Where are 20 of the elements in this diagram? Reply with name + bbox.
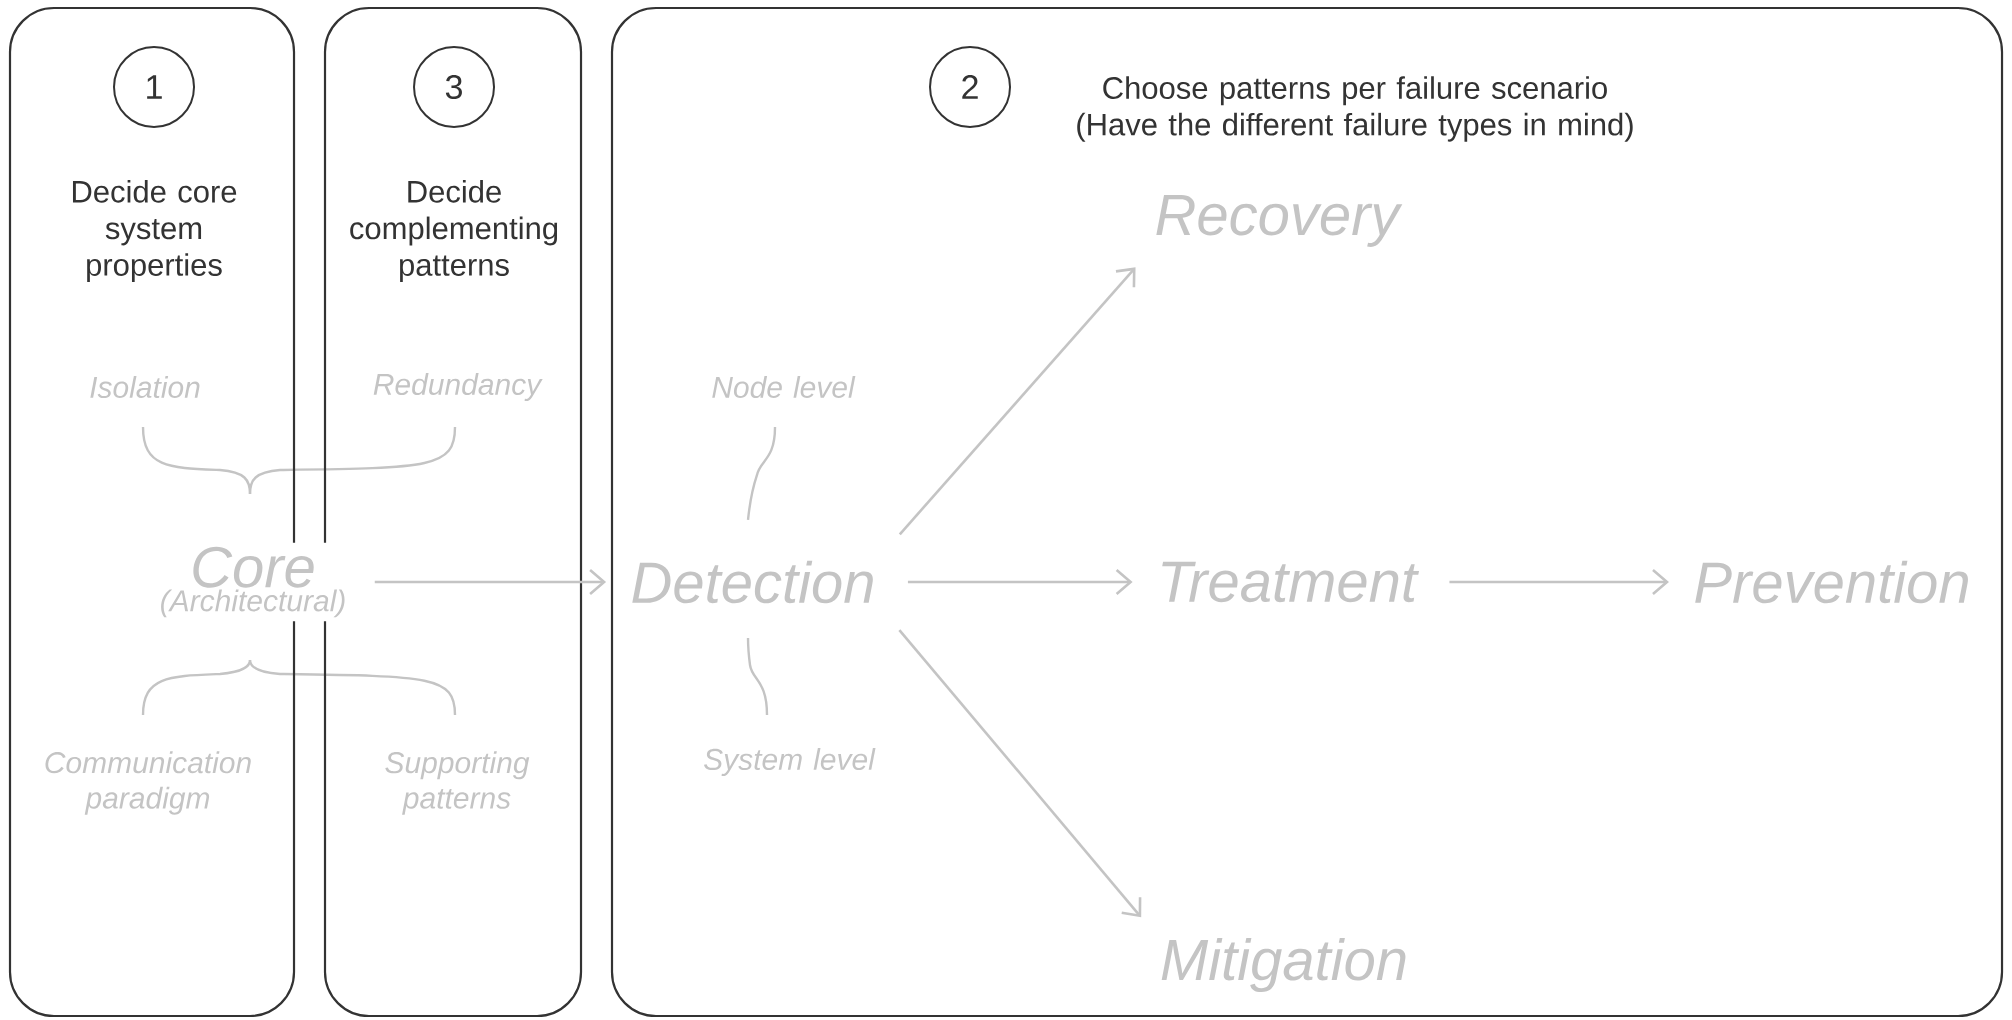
stage-label: Prevention <box>1695 560 1968 604</box>
arrow <box>898 267 1136 536</box>
arrow <box>1449 569 1669 595</box>
stage-label: Recovery <box>1156 195 1403 247</box>
pattern-label: Node level <box>712 375 856 398</box>
step-number: 2 <box>929 46 1011 128</box>
pattern-label: System level <box>704 748 876 776</box>
arrow <box>374 569 607 595</box>
step-number: 3 <box>413 46 495 128</box>
arrow <box>898 629 1142 918</box>
core-label: Core (Architectural) <box>155 542 351 622</box>
pattern-label: Supporting patterns <box>385 751 530 815</box>
stage-label: Treatment <box>1162 561 1420 603</box>
stage-label: Mitigation <box>1161 937 1406 993</box>
stage-label: Detection <box>632 560 873 604</box>
pattern-label: Isolation <box>90 376 200 398</box>
step-number: 1 <box>113 46 195 128</box>
pattern-label: Redundancy <box>373 373 543 401</box>
arrow <box>907 569 1133 595</box>
pattern-label: Communication paradigm <box>45 751 251 815</box>
